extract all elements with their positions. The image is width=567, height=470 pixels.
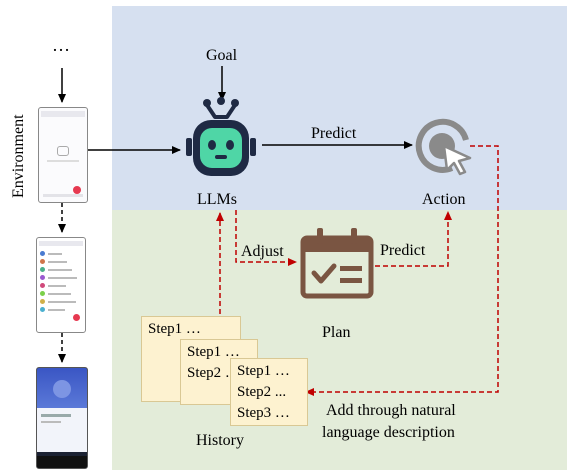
- goal-label: Goal: [206, 47, 238, 64]
- contact-row: [40, 298, 82, 305]
- history-label: History: [196, 432, 244, 449]
- predict-top-label: Predict: [311, 125, 357, 142]
- action-label: Action: [422, 191, 466, 208]
- history-card-2-line-2: Step2 …: [187, 365, 240, 381]
- add-description-line1: Add through natural: [326, 402, 456, 419]
- history-card-3-line-2: Step2 ...: [237, 384, 287, 400]
- calendar-icon: [300, 228, 374, 299]
- ellipsis-top: …: [52, 35, 70, 55]
- contact-row: [40, 290, 82, 297]
- action-to-history-arrow: [305, 145, 499, 396]
- plan-predict-arrow: [375, 211, 452, 267]
- history-card-3-line-3: Step3 …: [237, 405, 290, 421]
- add-description-line2: language description: [322, 424, 455, 441]
- history-card-3: Step1 … Step2 ... Step3 …: [230, 358, 308, 426]
- robot-icon: [186, 97, 256, 176]
- plan-label: Plan: [322, 324, 351, 341]
- phone-screenshot-3: [36, 367, 88, 469]
- predict-bottom-label: Predict: [380, 242, 426, 259]
- history-card-2-line-1: Step1 …: [187, 344, 240, 360]
- llm-region-background: [112, 6, 567, 210]
- history-card-3-line-1: Step1 …: [237, 363, 290, 379]
- adjust-label: Adjust: [241, 243, 284, 260]
- contact-row: [40, 250, 82, 257]
- history-card-1-line-1: Step1 …: [148, 321, 201, 337]
- phone-screenshot-2: [36, 237, 86, 333]
- llm-label: LLMs: [197, 191, 237, 208]
- adjust-arrow: [235, 210, 297, 266]
- contact-row: [40, 306, 82, 313]
- contact-row: [40, 258, 82, 265]
- contact-row: [40, 282, 82, 289]
- phone-screenshot-1: [38, 107, 88, 203]
- contact-row: [40, 274, 82, 281]
- cursor-click-icon: [415, 118, 472, 176]
- contact-row: [40, 266, 82, 273]
